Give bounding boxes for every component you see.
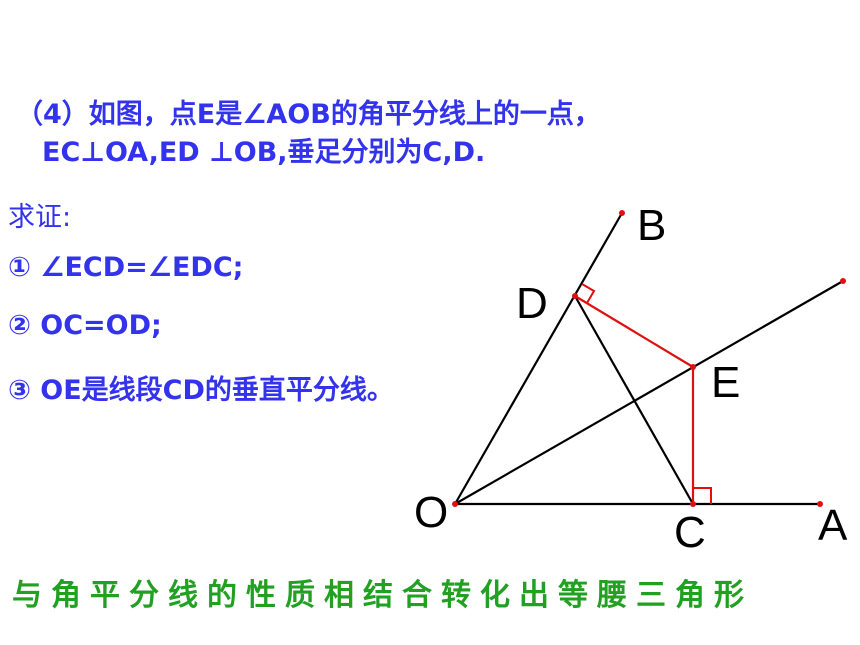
point-C (690, 501, 696, 507)
claim-3: ③ OE是线段CD的垂直平分线。 (8, 375, 394, 406)
label-A: A (818, 501, 848, 550)
segment-DC (574, 295, 694, 505)
label-C: C (674, 508, 706, 557)
ray-OE-bisector (454, 280, 844, 505)
label-B: B (637, 201, 666, 250)
problem-line-2: EC⊥OA,ED ⊥OB,垂足分别为C,D. (42, 137, 486, 168)
ray-OB (454, 212, 623, 505)
point-B (619, 210, 625, 216)
right-angle-mark-C (693, 487, 712, 504)
conclusion-text: 与角平分线的性质相结合转化出等腰三角形 (12, 578, 753, 613)
label-D: D (516, 279, 548, 328)
segment-ED (574, 295, 694, 368)
right-angle-mark-D (581, 283, 596, 304)
claim-2: ② OC=OD; (8, 310, 162, 341)
point-bisector-end (840, 278, 846, 284)
prove-label: 求证: (8, 202, 72, 233)
problem-line-1: （4）如图，点E是∠AOB的角平分线上的一点， (16, 99, 601, 130)
claim-1: ① ∠ECD=∠EDC; (8, 252, 244, 283)
label-O: O (414, 488, 448, 537)
point-E (690, 364, 696, 370)
point-A (817, 501, 823, 507)
point-D (572, 293, 578, 299)
label-E: E (711, 358, 740, 407)
point-O (452, 501, 458, 507)
